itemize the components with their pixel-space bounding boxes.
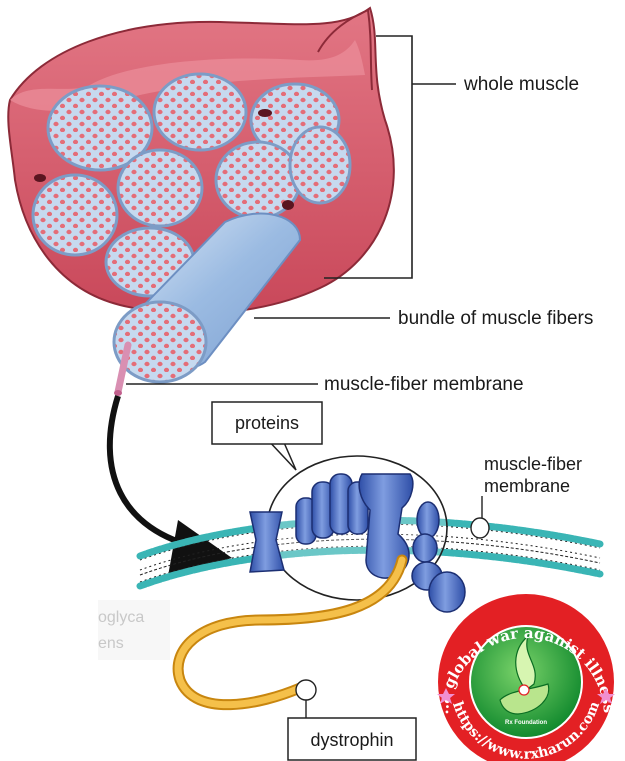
leaf-icon: [515, 634, 536, 691]
protein-complex: [249, 473, 466, 613]
label-bundle-of-muscle-fibers: bundle of muscle fibers: [398, 308, 593, 329]
seal-center-text: Rx Foundation: [505, 720, 547, 726]
label-muscle-fiber-membrane-right-1: muscle-fiber: [484, 454, 582, 474]
fascicles: [31, 72, 352, 298]
label-proteins: proteins: [235, 413, 299, 433]
membrane-marker: [470, 517, 490, 539]
ghost-text-1: oglyca: [98, 609, 144, 626]
proteins-callout: proteins: [211, 401, 323, 471]
label-muscle-fiber-membrane-right-2: membrane: [484, 476, 570, 496]
leader-lines: [126, 35, 456, 385]
star-icon-left: [437, 688, 455, 704]
faint-background-text: oglyca ens: [98, 600, 170, 660]
whole-muscle-illustration: [7, 6, 395, 396]
label-whole-muscle: whole muscle: [463, 74, 579, 95]
dystrophin-callout: dystrophin: [287, 679, 417, 761]
bundle-of-muscle-fibers: [112, 212, 302, 396]
label-muscle-fiber-membrane-top: muscle-fiber membrane: [324, 374, 524, 395]
label-dystrophin: dystrophin: [310, 730, 393, 750]
ghost-text-2: ens: [98, 635, 124, 652]
star-icon-right: [597, 688, 615, 704]
